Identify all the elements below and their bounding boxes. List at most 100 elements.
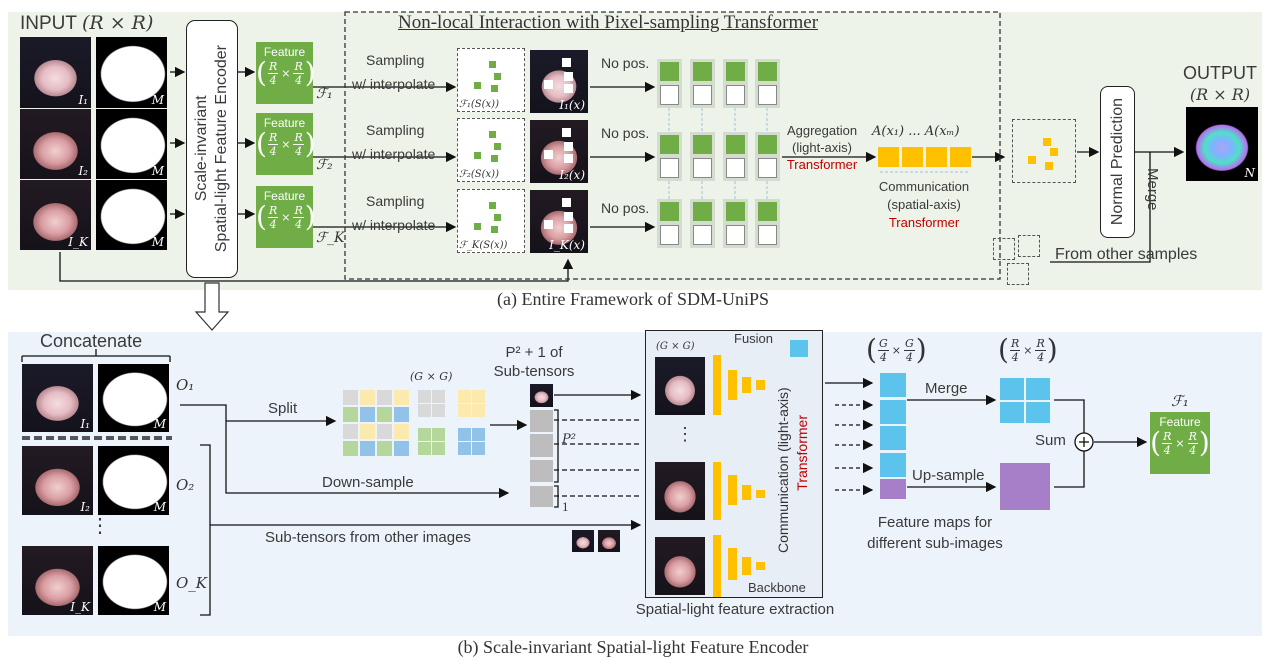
feature-token — [690, 199, 715, 224]
sub-image-feature-map — [880, 426, 906, 450]
image-label: I₁ — [78, 93, 88, 107]
pixel-sample-label: I₁(x) — [559, 98, 585, 112]
grid-cell — [360, 407, 375, 422]
pixel-token — [723, 222, 748, 248]
sub-tensor-tile — [530, 460, 553, 482]
aggregation-label: Aggregation (light-axis) Transformer — [780, 122, 864, 173]
grouped-grid-cell — [418, 404, 431, 417]
feature-title: Feature — [1159, 415, 1201, 429]
math-symbol: R — [1187, 429, 1198, 444]
grid-cell — [377, 441, 392, 456]
output-title-text: OUTPUT — [1183, 63, 1257, 83]
sum-label: Sum — [1035, 432, 1066, 449]
interpolate-label: w/ interpolate — [352, 146, 436, 162]
aggregated-token — [926, 147, 947, 167]
math-symbol: R — [1009, 336, 1021, 351]
grid-cell — [377, 424, 392, 439]
output-normal-map: N — [1186, 107, 1258, 181]
grid-cell — [360, 441, 375, 456]
mask-image-2: M — [96, 109, 167, 179]
sampled-feature-point — [474, 152, 481, 159]
backbone-stage — [742, 557, 751, 575]
sampled-features-box: ℱ₁(S(x)) — [457, 48, 525, 112]
normal-prediction-box: Normal Prediction — [1100, 86, 1135, 238]
mask-label: M — [153, 600, 166, 614]
b-mask-1: M — [98, 364, 169, 432]
mask-image-k: M — [96, 180, 167, 250]
normal-prediction-label: Normal Prediction — [1108, 98, 1126, 226]
other-sample-box — [1007, 263, 1029, 285]
pixel-token — [755, 155, 780, 181]
image-label: I₂ — [80, 500, 90, 514]
o2-label: O₂ — [176, 476, 195, 494]
o1-label: O₁ — [176, 376, 195, 394]
grouped-grid-cell — [458, 442, 471, 455]
non-local-title: Non-local Interaction with Pixel-samplin… — [398, 12, 819, 33]
from-other-samples-label: From other samples — [1055, 246, 1198, 263]
transformer-label: Transformer — [794, 415, 810, 491]
math-symbol: × — [891, 343, 901, 357]
grid-cell — [360, 390, 375, 405]
grouped-grid-cell — [418, 428, 431, 441]
encoder-label-2: Spatial-light Feature Encoder — [213, 45, 230, 253]
sampled-pixel — [544, 150, 553, 159]
sampled-pixel — [564, 142, 573, 151]
no-pos-label: No pos. — [601, 55, 650, 71]
pixel-token — [657, 82, 682, 108]
sampling-label: Sampling — [366, 193, 425, 209]
math-symbol: 4 — [269, 217, 277, 231]
split-label: Split — [268, 400, 298, 417]
pixel-token — [723, 155, 748, 181]
sampled-feature-point — [491, 85, 498, 92]
merged-feature-map-cell — [1026, 378, 1050, 400]
other-sample-box — [993, 238, 1015, 260]
pixel-token — [657, 155, 682, 181]
input-dim: (R × R) — [81, 12, 154, 34]
other-image-tile — [598, 530, 620, 552]
communication-text: Communication — [878, 179, 970, 194]
feature-title: Feature — [263, 116, 306, 130]
brace-p2 — [554, 409, 559, 483]
backbone-stage — [713, 535, 721, 597]
grouped-grid-cell — [472, 442, 485, 455]
ok-label: O_K — [176, 574, 208, 592]
light-axis-text: (light-axis) — [792, 140, 852, 155]
math-symbol: R — [1035, 336, 1046, 351]
feature-maps-line-2: different sub-images — [867, 535, 1003, 552]
mask-label: M — [153, 417, 166, 431]
up-sample-label: Up-sample — [912, 467, 985, 484]
input-image-2: I₂ — [20, 109, 91, 179]
predicted-pixels-box — [1012, 119, 1076, 183]
sampled-features-label: ℱ₂(S(x)) — [459, 169, 499, 180]
vertical-ellipsis: ⋮ — [90, 515, 110, 537]
b-mask-k: M — [98, 546, 169, 615]
math-symbol: 4 — [1011, 350, 1019, 364]
math-symbol: 4 — [879, 350, 887, 364]
sampled-features-label: ℱ_K(S(x)) — [459, 240, 508, 251]
grouped-grid-cell — [418, 442, 431, 455]
math-symbol: 4 — [1163, 443, 1171, 457]
sub-image-3 — [655, 537, 705, 595]
communication-label: Communication (spatial-axis) Transformer — [862, 178, 986, 232]
feature-token — [755, 199, 780, 224]
pixel-sample-image: I_K(x) — [530, 190, 588, 253]
math-symbol: R — [267, 130, 279, 145]
math-symbol: 4 — [1189, 443, 1197, 457]
sub-tensors-other-label: Sub-tensors from other images — [265, 529, 471, 546]
sampled-pixel — [564, 72, 573, 81]
math-symbol: 4 — [1037, 350, 1045, 364]
math-symbol: 4 — [295, 144, 303, 158]
mask-label: M — [151, 164, 164, 178]
backbone-stage — [742, 377, 751, 393]
math-symbol: R — [293, 59, 304, 74]
math-symbol: × — [281, 210, 291, 224]
math-symbol: R — [267, 59, 279, 74]
pixel-token — [657, 222, 682, 248]
b-image-1: I₁ — [22, 364, 93, 432]
math-symbol: 4 — [269, 144, 277, 158]
grid-cell — [377, 407, 392, 422]
grid-cell — [343, 390, 358, 405]
brace-one — [554, 485, 559, 508]
